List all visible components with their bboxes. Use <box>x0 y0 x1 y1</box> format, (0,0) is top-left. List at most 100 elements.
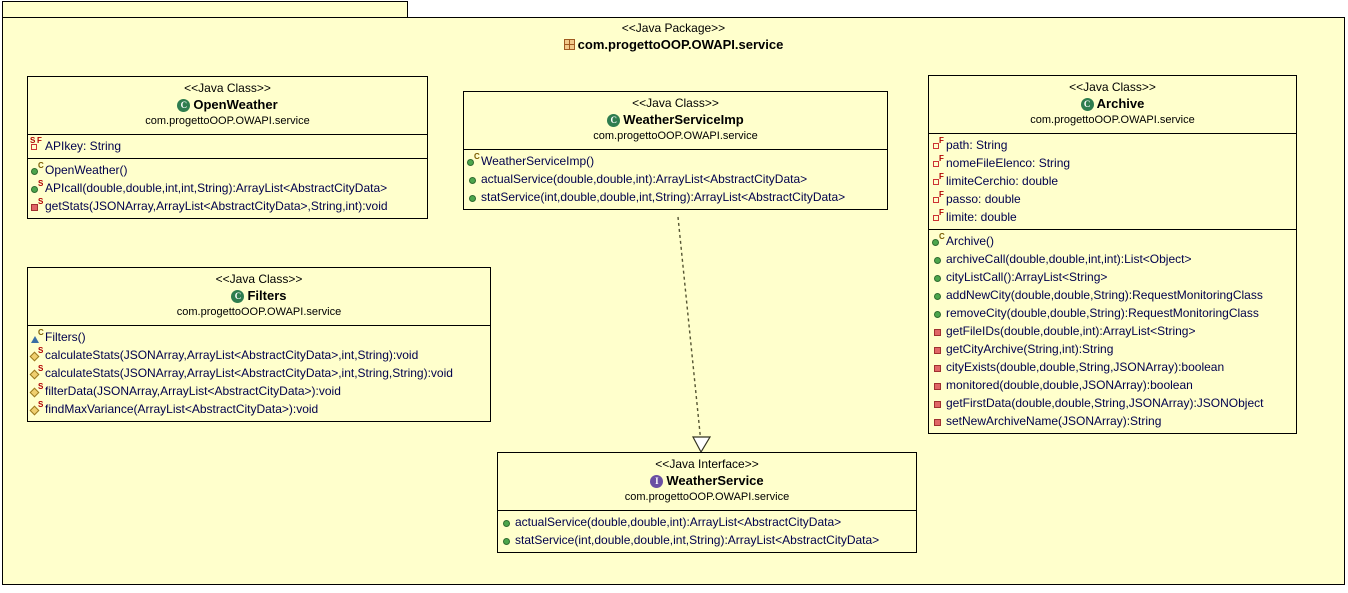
method-label: monitored(double,double,JSONArray):boole… <box>946 378 1193 392</box>
package-stereotype: <<Java Package>> <box>621 21 726 35</box>
field-row[interactable]: F passo: double <box>929 190 1296 208</box>
method-row[interactable]: getCityArchive(String,int):String <box>929 340 1296 358</box>
public-method-icon <box>932 271 945 284</box>
method-row[interactable]: S calculateStats(JSONArray,ArrayList<Abs… <box>28 364 490 382</box>
method-label: getStats(JSONArray,ArrayList<AbstractCit… <box>45 199 388 213</box>
public-constructor-icon: C <box>31 161 44 177</box>
package-static-method-icon: S <box>29 400 44 416</box>
class-box-openweather[interactable]: <<Java Class>> C OpenWeather com.progett… <box>27 76 428 219</box>
public-method-icon <box>932 289 945 302</box>
class-stereotype: <<Java Class>> <box>184 81 271 95</box>
field-row[interactable]: F path: String <box>929 136 1296 154</box>
method-label: filterData(JSONArray,ArrayList<AbstractC… <box>45 384 341 398</box>
private-static-final-field-icon: S F <box>30 136 44 153</box>
method-row[interactable]: S getStats(JSONArray,ArrayList<AbstractC… <box>28 197 427 215</box>
field-label: limiteCerchio: double <box>946 174 1059 188</box>
interface-qualified-name: com.progettoOOP.OWAPI.service <box>624 491 790 503</box>
method-label: cityListCall():ArrayList<String> <box>946 270 1108 284</box>
private-final-field-icon: F <box>932 172 945 188</box>
method-row[interactable]: cityExists(double,double,String,JSONArra… <box>929 358 1296 376</box>
interface-box-weatherservice[interactable]: <<Java Interface>> I WeatherService com.… <box>497 452 917 553</box>
method-row[interactable]: actualService(double,double,int):ArrayLi… <box>464 170 887 188</box>
method-row[interactable]: statService(int,double,double,int,String… <box>498 531 916 549</box>
method-row[interactable]: removeCity(double,double,String):Request… <box>929 304 1296 322</box>
class-qualified-name: com.progettoOOP.OWAPI.service <box>176 306 342 318</box>
method-row[interactable]: C Archive() <box>929 232 1296 250</box>
class-box-archive[interactable]: <<Java Class>> C Archive com.progettoOOP… <box>928 75 1297 434</box>
method-label: calculateStats(JSONArray,ArrayList<Abstr… <box>45 366 453 380</box>
method-label: Filters() <box>45 330 86 344</box>
class-name: Archive <box>1096 96 1145 111</box>
class-name: OpenWeather <box>193 97 278 112</box>
fields-compartment: S F APIkey: String <box>28 135 427 159</box>
interface-title-row: I WeatherService <box>502 472 912 490</box>
class-icon: C <box>177 98 191 112</box>
method-row[interactable]: setNewArchiveName(JSONArray):String <box>929 412 1296 430</box>
method-row[interactable]: addNewCity(double,double,String):Request… <box>929 286 1296 304</box>
method-label: findMaxVariance(ArrayList<AbstractCityDa… <box>45 402 319 416</box>
field-row[interactable]: F limite: double <box>929 208 1296 226</box>
interface-icon: I <box>650 474 664 488</box>
field-label: limite: double <box>946 210 1017 224</box>
package-icon <box>563 39 575 50</box>
method-row[interactable]: S filterData(JSONArray,ArrayList<Abstrac… <box>28 382 490 400</box>
methods-compartment: C WeatherServiceImp() actualService(doub… <box>464 150 887 209</box>
public-static-method-icon: S <box>31 179 44 195</box>
field-label: path: String <box>946 138 1008 152</box>
method-row[interactable]: C Filters() <box>28 328 490 346</box>
class-box-filters[interactable]: <<Java Class>> C Filters com.progettoOOP… <box>27 267 491 422</box>
method-row[interactable]: statService(int,double,double,int,String… <box>464 188 887 206</box>
private-final-field-icon: F <box>932 208 945 224</box>
public-method-icon <box>467 173 480 186</box>
private-static-method-icon: S <box>31 197 44 213</box>
interface-name: WeatherService <box>666 473 764 488</box>
class-header: <<Java Class>> C OpenWeather com.progett… <box>28 77 427 135</box>
method-row[interactable]: actualService(double,double,int):ArrayLi… <box>498 513 916 531</box>
class-box-weatherserviceimp[interactable]: <<Java Class>> C WeatherServiceImp com.p… <box>463 91 888 210</box>
class-qualified-name: com.progettoOOP.OWAPI.service <box>145 115 310 127</box>
method-label: addNewCity(double,double,String):Request… <box>946 288 1263 302</box>
private-final-field-icon: F <box>932 154 945 170</box>
methods-compartment: C OpenWeather() S APIcall(double,double,… <box>28 159 427 218</box>
public-method-icon <box>932 307 945 320</box>
package-static-method-icon: S <box>29 346 44 362</box>
method-row[interactable]: cityListCall():ArrayList<String> <box>929 268 1296 286</box>
field-row[interactable]: F nomeFileElenco: String <box>929 154 1296 172</box>
class-header: <<Java Class>> C Archive com.progettoOOP… <box>929 76 1296 134</box>
method-label: Archive() <box>946 234 995 248</box>
private-method-icon <box>932 415 945 428</box>
public-method-icon <box>501 534 514 547</box>
method-label: setNewArchiveName(JSONArray):String <box>946 414 1162 428</box>
public-constructor-icon: C <box>467 152 480 168</box>
public-method-icon <box>501 516 514 529</box>
method-row[interactable]: S APIcall(double,double,int,int,String):… <box>28 179 427 197</box>
class-stereotype: <<Java Class>> <box>1069 80 1156 94</box>
method-row[interactable]: C WeatherServiceImp() <box>464 152 887 170</box>
method-row[interactable]: getFirstData(double,double,String,JSONAr… <box>929 394 1296 412</box>
method-row[interactable]: C OpenWeather() <box>28 161 427 179</box>
field-label: passo: double <box>946 192 1021 206</box>
method-row[interactable]: S calculateStats(JSONArray,ArrayList<Abs… <box>28 346 490 364</box>
public-method-icon <box>467 191 480 204</box>
private-final-field-icon: F <box>932 136 945 152</box>
class-name: WeatherServiceImp <box>623 112 744 127</box>
method-row[interactable]: S findMaxVariance(ArrayList<AbstractCity… <box>28 400 490 418</box>
package-header: <<Java Package>> com.progettoOOP.OWAPI.s… <box>3 20 1344 53</box>
method-label: removeCity(double,double,String):Request… <box>946 306 1259 320</box>
method-row[interactable]: archiveCall(double,double,int,int):List<… <box>929 250 1296 268</box>
package-static-method-icon: S <box>29 382 44 398</box>
private-method-icon <box>932 397 945 410</box>
interface-stereotype: <<Java Interface>> <box>655 457 759 471</box>
method-label: getCityArchive(String,int):String <box>946 342 1114 356</box>
method-row[interactable]: monitored(double,double,JSONArray):boole… <box>929 376 1296 394</box>
private-method-icon <box>932 325 945 338</box>
methods-compartment: C Archive() archiveCall(double,double,in… <box>929 230 1296 433</box>
class-header: <<Java Class>> C Filters com.progettoOOP… <box>28 268 490 326</box>
class-title-row: C Filters <box>32 287 486 305</box>
field-row[interactable]: F limiteCerchio: double <box>929 172 1296 190</box>
method-row[interactable]: getFileIDs(double,double,int):ArrayList<… <box>929 322 1296 340</box>
field-row[interactable]: S F APIkey: String <box>28 136 427 155</box>
class-title-row: C OpenWeather <box>32 96 423 114</box>
field-label: nomeFileElenco: String <box>946 156 1071 170</box>
